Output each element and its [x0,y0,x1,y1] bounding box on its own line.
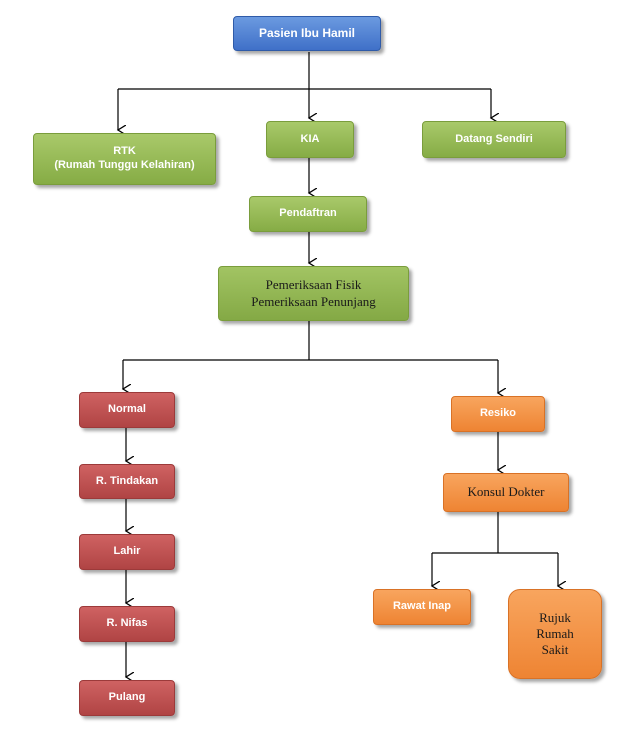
node-resiko-label: Resiko [479,407,517,420]
node-kia-label: KIA [300,132,320,145]
node-pasien-label: Pasien Ibu Hamil [258,26,356,40]
node-konsul-dokter: Konsul Dokter [443,473,569,512]
node-pemeriksaan-line1: Pemeriksaan Fisik [265,277,362,293]
node-tindakan-label: R. Tindakan [95,474,159,487]
node-rujuk-line2: Rumah [536,625,574,641]
node-normal: Normal [79,392,175,428]
node-datang-label: Datang Sendiri [455,132,533,145]
node-rujuk-line3: Sakit [541,642,569,658]
node-rawat-inap: Rawat Inap [373,589,471,625]
node-rujuk-rumah-sakit: Rujuk Rumah Sakit [508,589,602,679]
node-pendaftran: Pendaftran [249,196,367,232]
node-lahir-label: Lahir [113,545,141,558]
node-pemeriksaan: Pemeriksaan Fisik Pemeriksaan Penunjang [218,266,409,321]
node-r-nifas: R. Nifas [79,606,175,642]
node-konsul-label: Konsul Dokter [467,484,545,500]
node-resiko: Resiko [451,396,545,432]
node-pendaftran-label: Pendaftran [279,207,337,220]
node-normal-label: Normal [108,403,146,416]
node-pulang: Pulang [79,680,175,716]
node-kia: KIA [266,121,354,158]
node-rtk-line2: (Rumah Tunggu Kelahiran) [54,159,195,171]
node-lahir: Lahir [79,534,175,570]
node-r-tindakan: R. Tindakan [79,464,175,499]
node-rtk-line1: RTK [113,145,136,158]
node-datang-sendiri: Datang Sendiri [422,121,566,158]
node-rtk: RTK (Rumah Tunggu Kelahiran) [33,133,216,185]
node-rawat-label: Rawat Inap [392,600,452,613]
node-rujuk-line1: Rujuk [539,609,571,625]
node-pemeriksaan-line2: Pemeriksaan Penunjang [251,293,376,309]
node-pulang-label: Pulang [108,691,146,704]
node-nifas-label: R. Nifas [106,617,148,630]
node-pasien-ibu-hamil: Pasien Ibu Hamil [233,16,381,51]
